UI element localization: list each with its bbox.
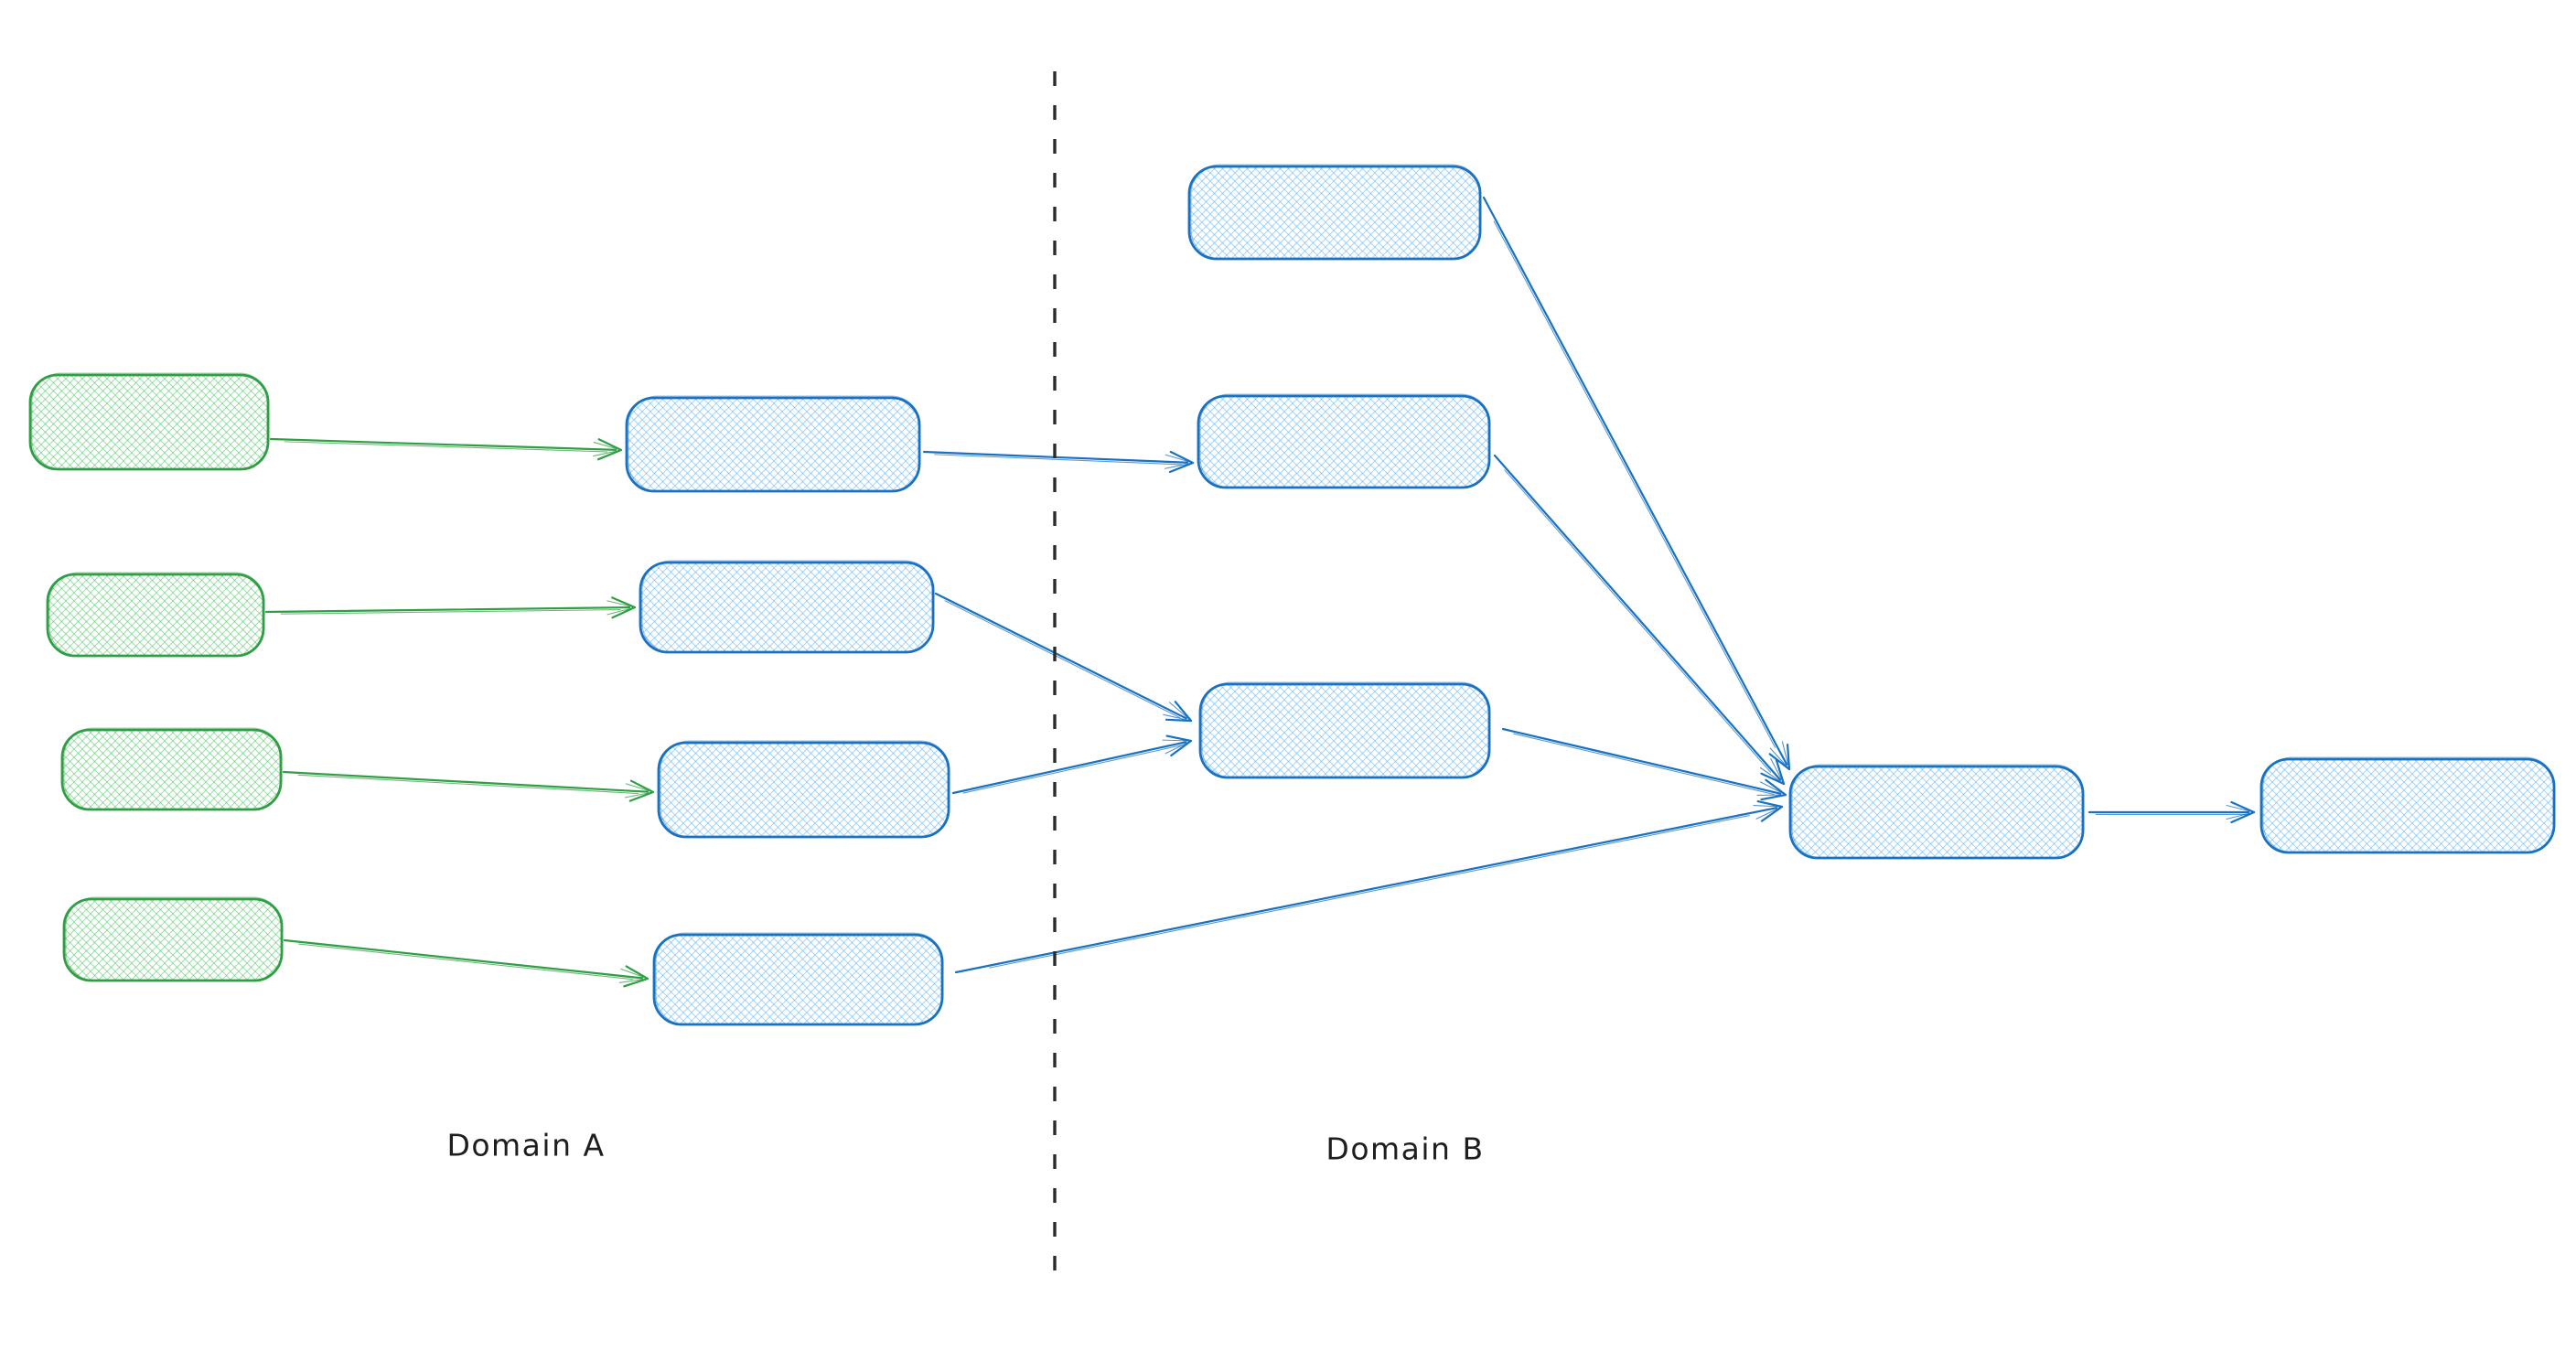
- node-process-b2: [1197, 393, 1491, 489]
- edge-source-4-to-process-a4: [283, 938, 649, 988]
- edge-source-3-to-process-a3: [282, 770, 655, 802]
- node-process-a1: [625, 395, 921, 493]
- node-source-4: [62, 896, 284, 982]
- edge-source-2-to-process-a2: [264, 596, 637, 619]
- edge-process-a1-to-process-b2: [922, 450, 1195, 474]
- domain-a-label: Domain A: [446, 1127, 606, 1163]
- domain-b-label: Domain B: [1326, 1131, 1485, 1167]
- edge-process-b3-to-aggregator: [1501, 727, 1787, 801]
- node-process-b3: [1198, 681, 1491, 779]
- node-source-3: [60, 727, 283, 811]
- edge-process-a4-to-aggregator: [954, 799, 1784, 974]
- node-source-2: [46, 572, 265, 658]
- edge-process-b1-to-aggregator: [1482, 196, 1791, 771]
- edge-source-1-to-process-a1: [269, 437, 623, 461]
- node-process-a4: [652, 932, 944, 1026]
- node-source-1: [28, 372, 270, 471]
- edge-aggregator-to-output: [2088, 800, 2256, 824]
- node-process-a3: [657, 740, 950, 839]
- node-aggregator: [1788, 764, 2085, 860]
- edge-process-b2-to-aggregator: [1493, 454, 1786, 786]
- node-output: [2259, 756, 2556, 854]
- node-process-b1: [1187, 164, 1482, 261]
- edge-process-a2-to-process-b3: [934, 592, 1193, 723]
- edge-process-a3-to-process-b3: [951, 734, 1193, 795]
- node-process-a2: [639, 560, 935, 654]
